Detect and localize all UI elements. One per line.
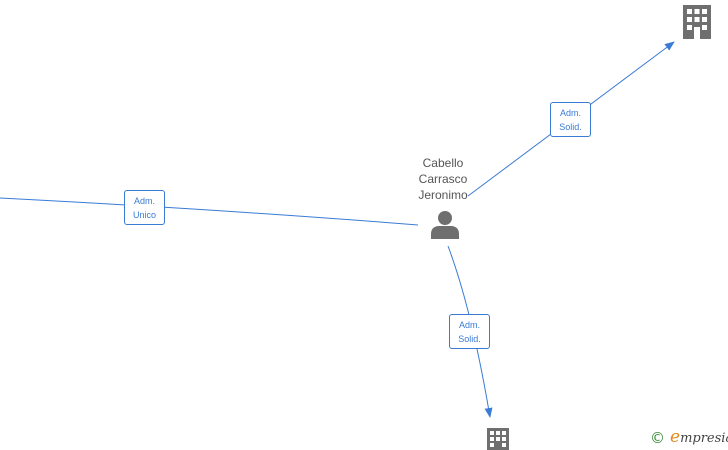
- copyright-symbol: ©: [650, 429, 665, 447]
- person-icon[interactable]: [430, 210, 460, 240]
- relation-label-line1: Adm.: [133, 196, 155, 206]
- person-name[interactable]: Cabello Carrasco Jeronimo: [398, 155, 488, 203]
- building-icon[interactable]: [487, 428, 509, 450]
- person-name-line: Jeronimo: [418, 188, 468, 202]
- relation-label-adm-solid-bottom[interactable]: Adm. Solid.: [449, 314, 490, 349]
- person-name-line: Carrasco: [418, 172, 468, 186]
- relation-label-line1: Adm.: [559, 108, 581, 118]
- building-icon[interactable]: [683, 5, 711, 39]
- empresia-watermark: © empresia: [650, 427, 728, 449]
- brand-initial: e: [670, 427, 681, 447]
- brand-logo: empresia: [670, 427, 728, 449]
- relation-label-adm-solid-top[interactable]: Adm. Solid.: [550, 102, 591, 137]
- relation-label-adm-unico[interactable]: Adm. Unico: [124, 190, 165, 225]
- relation-label-line1: Adm.: [458, 320, 480, 330]
- brand-rest: mpresia: [680, 431, 728, 446]
- relation-label-line2: Solid.: [458, 334, 481, 344]
- person-name-line: Cabello: [422, 156, 464, 170]
- relation-label-line2: Solid.: [559, 122, 582, 132]
- relation-label-line2: Unico: [132, 210, 156, 220]
- edge-adm-unico: [0, 197, 419, 226]
